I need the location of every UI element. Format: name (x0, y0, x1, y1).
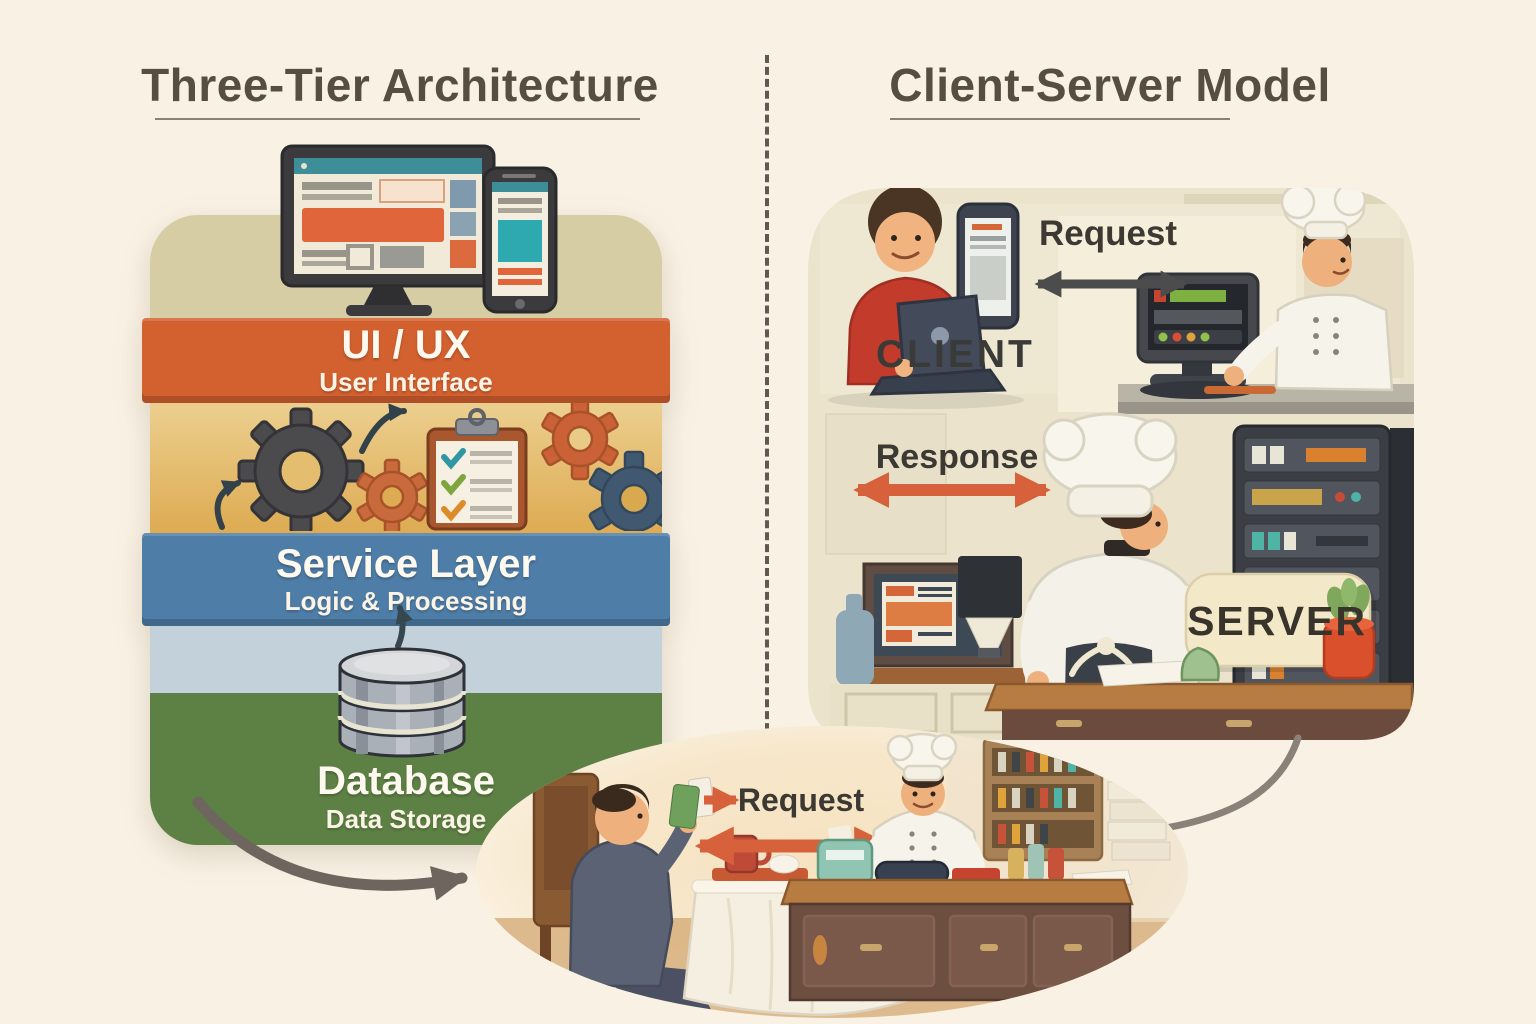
client-label: CLIENT (876, 333, 1035, 376)
gear-icon (356, 458, 428, 531)
database-cylinder-icon (337, 605, 467, 758)
curved-arrow-icon (214, 480, 241, 530)
right-title-underline (890, 118, 1230, 120)
person-laptop-icon (828, 188, 1024, 409)
appliance (1112, 726, 1188, 784)
tier-database-label: Database (317, 759, 495, 804)
pepper-plant-icon (1322, 578, 1376, 680)
money-icon (668, 776, 716, 829)
green-pitcher-icon (1180, 646, 1220, 682)
response-label: Response (875, 438, 1039, 476)
desktop-monitor-icon (280, 144, 558, 316)
tier-ui-sublabel: User Interface (319, 367, 493, 398)
up-arrow-icon (395, 605, 413, 649)
client-server-illustration (808, 188, 1414, 740)
vertical-dashed-divider (765, 55, 769, 743)
logic-processing-illustration (214, 403, 662, 531)
gear-icon (541, 403, 619, 481)
grinder-appliance-icon (958, 556, 1022, 658)
clipboard-checklist-icon (426, 408, 528, 531)
gear-icon (588, 450, 662, 531)
tier-ui-label: UI / UX (341, 322, 471, 367)
smartphone-icon (482, 166, 558, 314)
left-title: Three-Tier Architecture (141, 59, 659, 111)
curved-arrow-icon (359, 403, 407, 454)
red-tray-icon (952, 868, 1000, 882)
right-title: Client-Server Model (889, 59, 1331, 111)
left-title-underline (155, 118, 640, 120)
server-label: SERVER (1187, 598, 1367, 644)
shelf-rack-icon (982, 736, 1104, 862)
restaurant-bubble-illustration (476, 726, 1188, 1018)
server-rack-icon (1232, 424, 1414, 704)
tier-database-sublabel: Data Storage (325, 803, 487, 834)
wood-shelf (846, 668, 1042, 684)
tier-ui: UI / UX User Interface (142, 318, 670, 403)
gear-icon (237, 407, 365, 531)
card-to-bubble-arrow-icon (192, 796, 468, 901)
bottle-icon (836, 594, 874, 686)
chef-icon (1204, 188, 1394, 394)
request-label-bottom: Request (737, 782, 865, 818)
tier-service-label: Service Layer (275, 541, 537, 586)
request-label-top: Request (1038, 214, 1178, 253)
